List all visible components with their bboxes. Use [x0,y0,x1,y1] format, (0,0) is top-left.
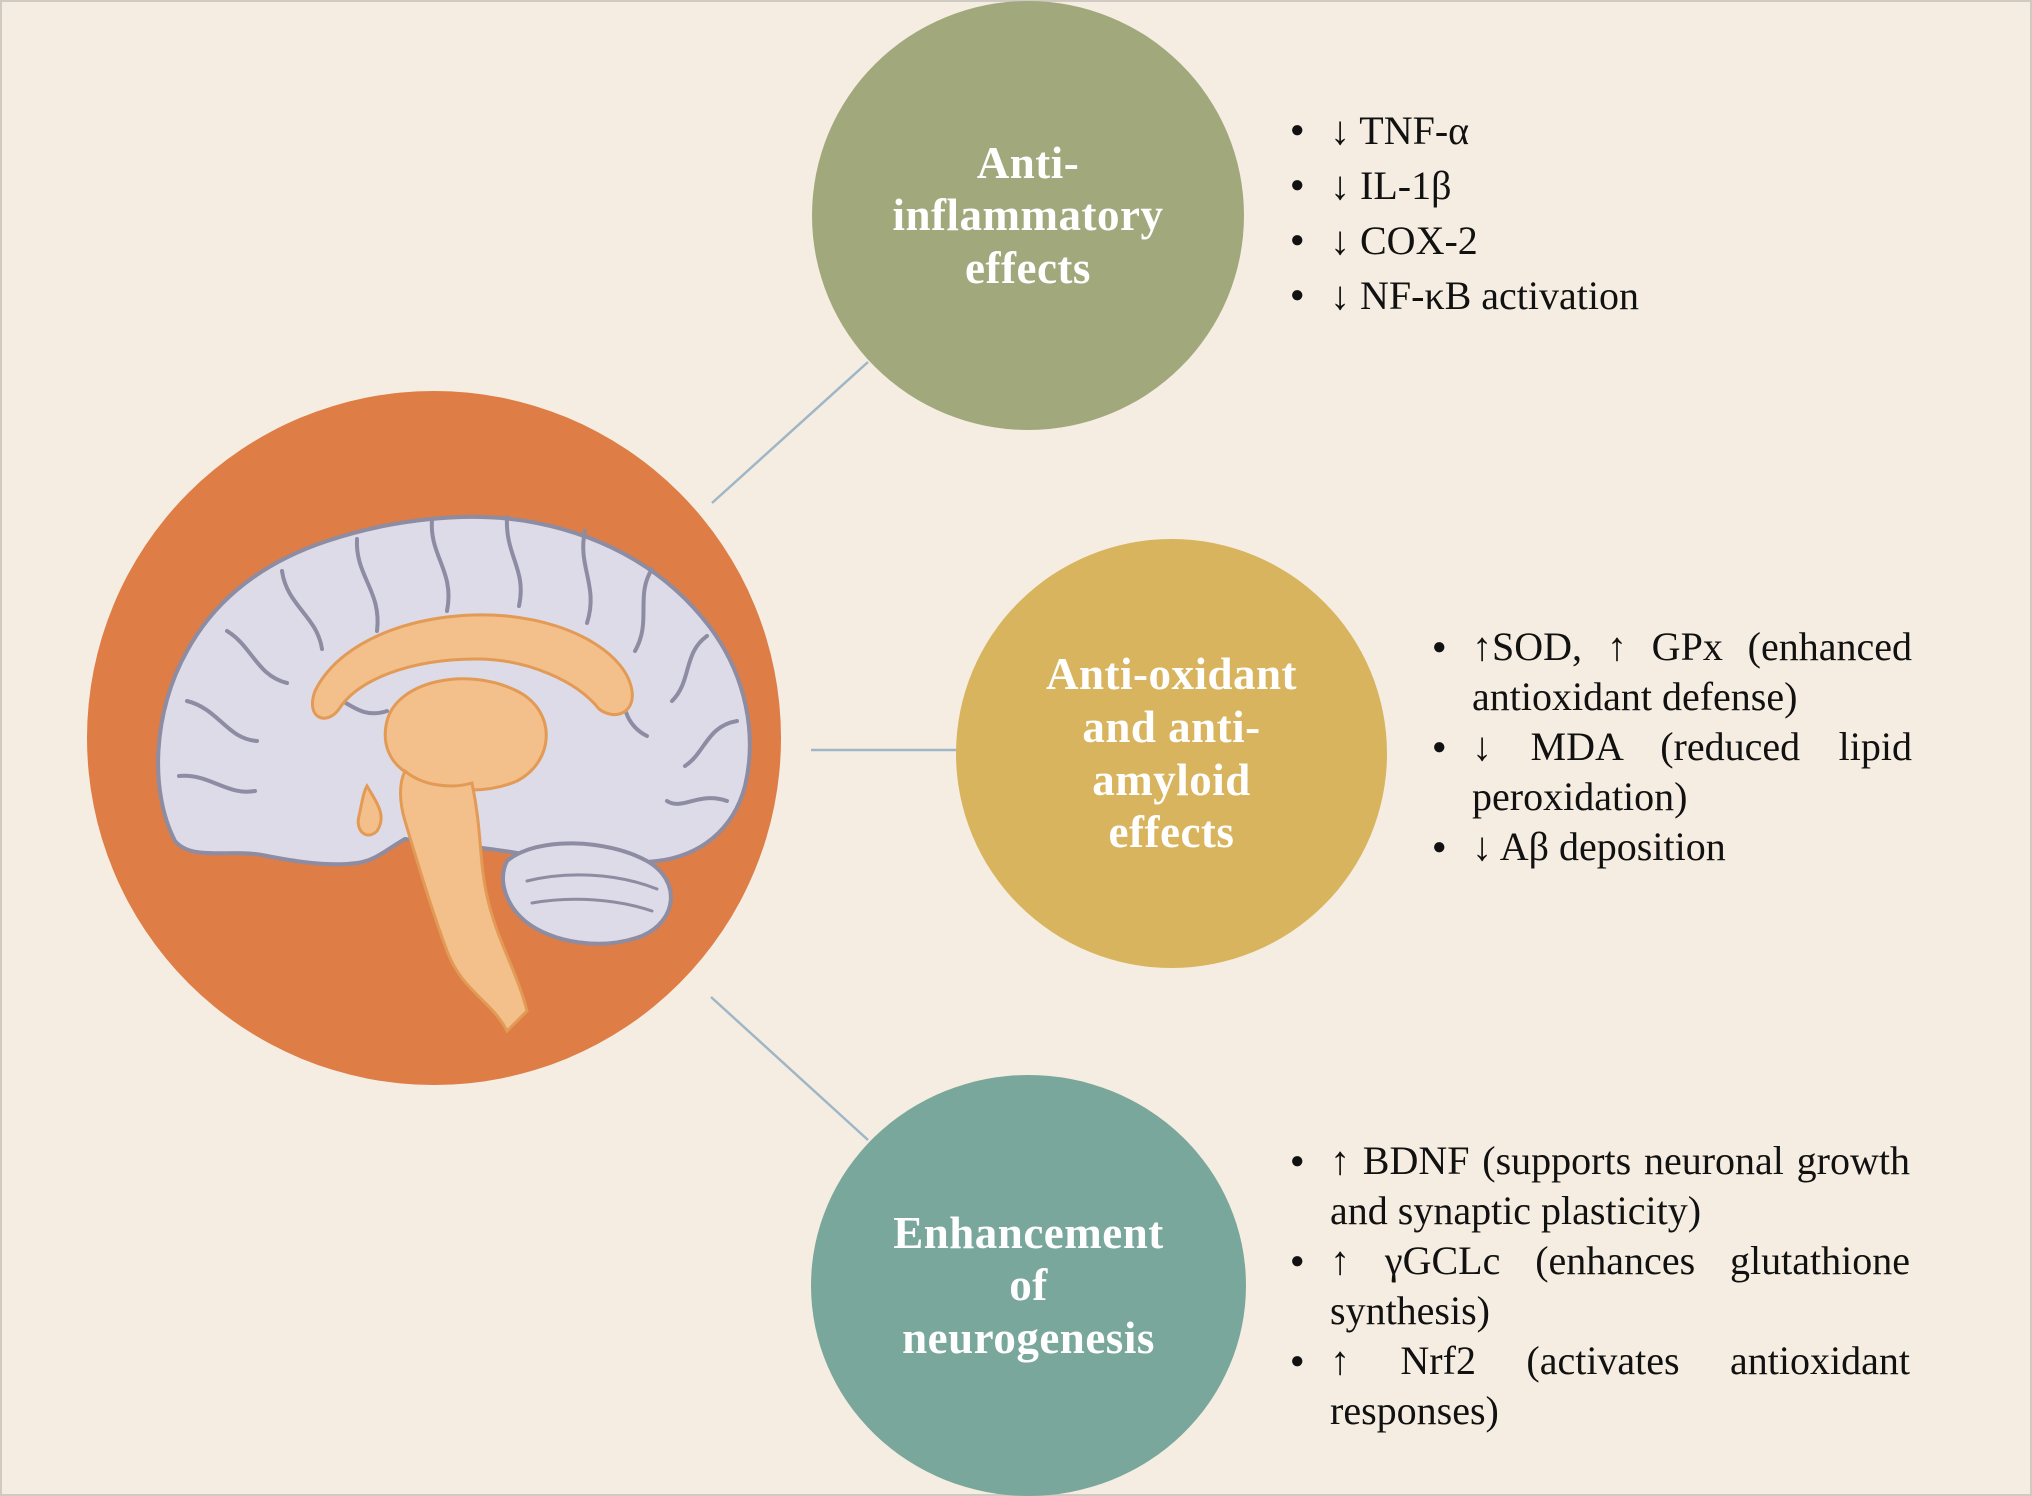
list-item-text: ↑ BDNF (supports neuronal growth and syn… [1330,1138,1910,1233]
bullet-icon: ● [1290,1248,1305,1274]
list-item: ● ↑ Nrf2 (activates antioxidant responses… [1290,1336,1910,1436]
list-item: ● ↑ BDNF (supports neuronal growth and sy… [1290,1136,1910,1236]
neurogenesis-title: Enhancement of neurogenesis [893,1207,1164,1363]
connector-neurogenesis [710,996,869,1141]
brainstem [399,768,529,1034]
bullet-icon: ● [1290,172,1305,198]
brain-hub [87,391,781,1085]
list-item-text: ↓ IL-1β [1330,163,1452,208]
bullet-icon: ● [1290,1348,1305,1374]
bullet-icon: ● [1290,1148,1305,1174]
list-item: ● ↓ MDA (reduced lipid peroxidation) [1432,722,1912,822]
thalamus [383,677,548,792]
cerebellum-folds [525,873,659,913]
bullet-icon: ● [1290,227,1305,253]
bullet-icon: ● [1432,734,1447,760]
list-item: ● ↑SOD, ↑ GPx (enhanced antioxidant defen… [1432,622,1912,722]
list-item: ● ↓ TNF-α [1290,103,1750,158]
list-item-text: ↓ NF-κB activation [1330,273,1640,318]
anti-inflammatory-title: Anti- inflammatory effects [892,137,1164,293]
list-item: ● ↑ γGCLc (enhances glutathione synthesis… [1290,1236,1910,1336]
list-item: ● ↓ COX-2 [1290,213,1750,268]
cerebellum [501,841,673,946]
neurogenesis-list: ● ↑ BDNF (supports neuronal growth and sy… [1290,1136,1910,1436]
neurogenesis-circle: Enhancement of neurogenesis [811,1075,1246,1496]
brain-sagittal-icon [156,515,752,1034]
anti-inflammatory-circle: Anti- inflammatory effects [812,1,1244,430]
bullet-icon: ● [1290,282,1305,308]
anti-oxidant-circle: Anti-oxidant and anti- amyloid effects [956,539,1387,968]
list-item: ● ↓ NF-κB activation [1290,268,1750,323]
anti-oxidant-list: ● ↑SOD, ↑ GPx (enhanced antioxidant defen… [1432,622,1912,872]
anti-inflammatory-list: ● ↓ TNF-α ● ↓ IL-1β ● ↓ COX-2 ● ↓ NF-κB acti… [1290,103,1750,323]
list-item: ● ↓ Aβ deposition [1432,822,1912,872]
bullet-icon: ● [1432,834,1447,860]
connector-anti-inflammatory [711,361,869,504]
list-item-text: ↓ MDA (reduced lipid peroxidation) [1472,724,1912,819]
list-item: ● ↓ IL-1β [1290,158,1750,213]
list-item-text: ↑SOD, ↑ GPx (enhanced antioxidant defens… [1472,624,1912,719]
list-item-text: ↑ Nrf2 (activates antioxidant responses) [1330,1338,1910,1433]
list-item-text: ↓ TNF-α [1330,108,1470,153]
bullet-icon: ● [1432,634,1447,660]
list-item-text: ↓ Aβ deposition [1472,824,1726,869]
list-item-text: ↑ γGCLc (enhances glutathione synthesis) [1330,1238,1910,1333]
corpus-callosum [311,613,634,720]
list-item-text: ↓ COX-2 [1330,218,1478,263]
pituitary [356,783,383,837]
bullet-icon: ● [1290,117,1305,143]
anti-oxidant-title: Anti-oxidant and anti- amyloid effects [1045,649,1298,858]
